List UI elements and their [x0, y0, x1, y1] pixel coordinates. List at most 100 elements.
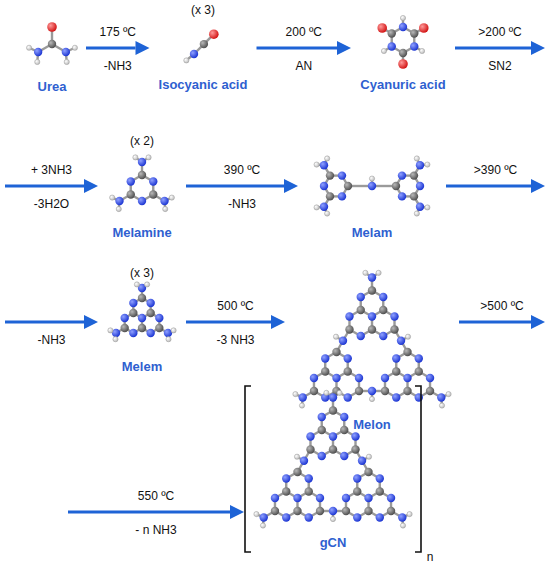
- atom: [381, 374, 389, 382]
- atom: [316, 494, 324, 502]
- atom: [329, 445, 337, 453]
- condition-label: - n NH3: [135, 523, 176, 537]
- atom: [300, 457, 308, 465]
- atom: [392, 182, 400, 190]
- arrow-shaft: [86, 46, 136, 49]
- atom: [340, 452, 348, 460]
- atom: [320, 203, 328, 211]
- atom: [325, 211, 330, 216]
- atom: [34, 48, 42, 56]
- atom: [388, 29, 396, 37]
- condition-label: -NH3: [37, 333, 65, 347]
- compound-node: Cyanuric acid: [355, 2, 451, 92]
- atom: [405, 334, 410, 339]
- condition-label: -3H2O: [34, 197, 69, 211]
- atom: [381, 387, 389, 395]
- atom: [320, 182, 328, 190]
- condition-label: -NH3: [228, 197, 256, 211]
- atom: [329, 406, 337, 414]
- atom: [410, 192, 418, 200]
- atom: [260, 523, 265, 528]
- atom: [368, 312, 376, 320]
- atom: [293, 391, 298, 396]
- compound-name: Melamine: [112, 225, 171, 240]
- atom: [439, 403, 444, 408]
- atom: [326, 192, 334, 200]
- atom: [316, 507, 324, 515]
- atom: [342, 507, 350, 515]
- atom: [108, 328, 113, 333]
- atom: [397, 337, 405, 345]
- atom: [134, 282, 139, 287]
- atom: [35, 59, 40, 64]
- atom: [62, 48, 70, 56]
- compound-name: Melam: [352, 225, 392, 240]
- atom: [138, 158, 146, 166]
- arrow-shaft: [186, 184, 284, 187]
- condition-label: SN2: [488, 59, 511, 73]
- arrow-head: [84, 179, 98, 193]
- condition-label: 550 ºC: [138, 489, 174, 503]
- atom: [363, 270, 368, 275]
- label-holder: AN: [295, 56, 312, 74]
- atom: [324, 390, 329, 395]
- condition-label: -NH3: [104, 59, 132, 73]
- compound-node: Melamine: [102, 148, 182, 240]
- atom: [355, 387, 363, 395]
- multiplier-label: n: [427, 550, 434, 564]
- condition-label: >390 ºC: [474, 163, 517, 177]
- atom: [138, 324, 146, 332]
- atom: [293, 494, 301, 502]
- atom: [254, 511, 259, 516]
- condition-label: + 3NH3: [31, 163, 72, 177]
- condition-label: AN: [295, 59, 312, 73]
- compound-name: Melon: [353, 417, 391, 432]
- atom: [338, 192, 346, 200]
- atom: [325, 156, 330, 161]
- atom: [416, 182, 424, 190]
- atom: [329, 507, 337, 515]
- atom: [200, 40, 208, 48]
- atom: [144, 282, 149, 287]
- compound-name: gCN: [320, 535, 347, 550]
- atom: [342, 494, 350, 502]
- atom: [398, 171, 406, 179]
- atom: [306, 432, 314, 440]
- atom: [329, 393, 337, 401]
- atom: [306, 445, 314, 453]
- atom: [320, 161, 328, 169]
- polymer-bracket: [415, 386, 421, 552]
- reaction-arrow: [68, 315, 545, 519]
- atom: [282, 474, 290, 482]
- atom: [415, 367, 423, 375]
- atom: [314, 205, 319, 210]
- atom: [171, 328, 176, 333]
- atom: [138, 314, 146, 322]
- arrow-shaft: [5, 48, 531, 186]
- compound-node: Isocyanic acid: [154, 16, 253, 92]
- atom: [364, 494, 372, 502]
- multiplier-label: (x 2): [130, 134, 154, 148]
- atom: [357, 293, 365, 301]
- atom: [260, 513, 268, 521]
- atom: [166, 337, 171, 342]
- atom: [368, 273, 376, 281]
- atom: [387, 494, 395, 502]
- atom: [407, 511, 412, 516]
- atom: [376, 474, 384, 482]
- atom: [358, 457, 366, 465]
- atom: [353, 513, 361, 521]
- atom: [415, 354, 423, 362]
- atom: [299, 393, 307, 401]
- atom: [355, 374, 363, 382]
- atom: [190, 50, 198, 58]
- atom: [146, 329, 154, 337]
- atom: [387, 507, 395, 515]
- compound-node: Urea: [22, 14, 82, 94]
- atom: [376, 513, 384, 521]
- atom: [344, 367, 352, 375]
- label-holder: >390 ºC: [474, 160, 517, 178]
- multiplier-label: (x 3): [191, 3, 215, 17]
- atom: [368, 387, 376, 395]
